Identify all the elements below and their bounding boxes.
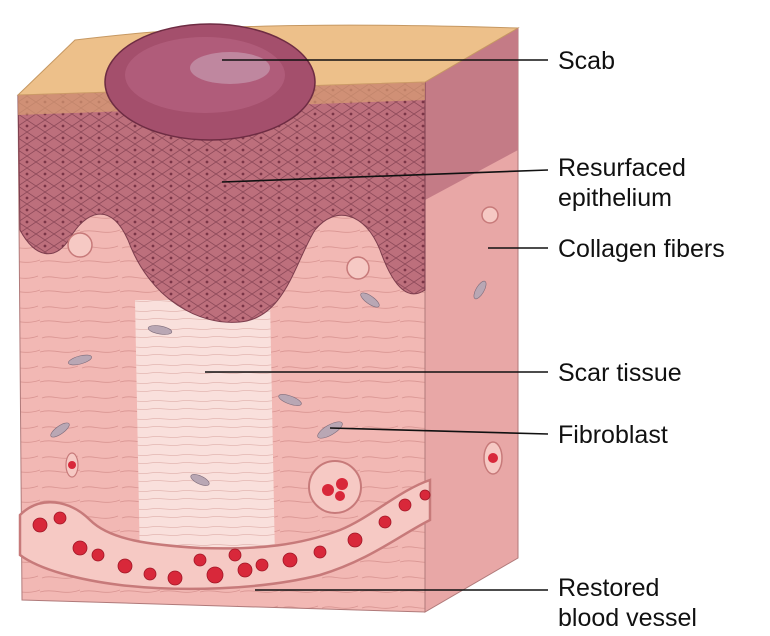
label-collagen-fibers: Collagen fibers [558, 235, 725, 263]
label-resurfaced-line2: epithelium [558, 184, 672, 212]
tissue-block [18, 24, 518, 612]
label-resurfaced-line1: Resurfaced [558, 154, 686, 182]
label-restored-line1: Restored [558, 574, 659, 602]
label-restored-line2: blood vessel [558, 604, 697, 632]
label-scar-tissue: Scar tissue [558, 359, 682, 387]
scar-tissue-region [135, 300, 275, 565]
labels: Scab Resurfaced epithelium Collagen fibe… [558, 47, 725, 632]
label-scab: Scab [558, 47, 615, 75]
label-fibroblast: Fibroblast [558, 421, 668, 449]
